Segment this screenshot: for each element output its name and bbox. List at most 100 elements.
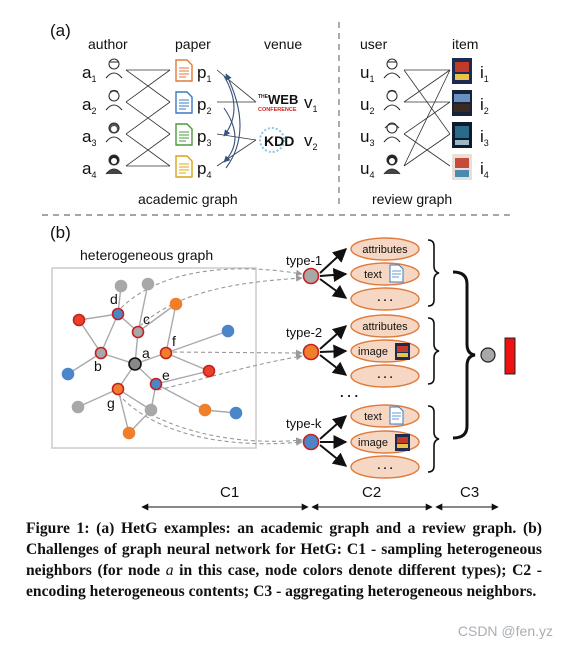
stage-c2-label: C2 xyxy=(362,484,381,501)
graph-node xyxy=(221,324,235,338)
content-label: text xyxy=(364,411,382,423)
paper-labels: p1 p2 p3 p4 xyxy=(197,63,211,180)
content-braces xyxy=(427,239,440,473)
author-icons xyxy=(105,58,123,175)
graph-node-labels: a b c d e f g xyxy=(94,291,176,411)
graph-node xyxy=(61,367,75,381)
user-label-3: u3 xyxy=(360,127,374,148)
node-label-f: f xyxy=(172,333,176,349)
header-paper: paper xyxy=(175,36,211,52)
aggregation-brace xyxy=(452,270,476,440)
author-icon xyxy=(105,122,123,143)
author-icon xyxy=(105,89,123,111)
content-label: attributes xyxy=(362,244,408,256)
content-node-attributes xyxy=(350,237,420,261)
paper-label-2: p2 xyxy=(197,95,211,116)
header-item: item xyxy=(452,36,478,52)
paper-venue-edges xyxy=(216,69,257,167)
type-1-label: type-1 xyxy=(286,253,322,268)
graph-node-d xyxy=(111,307,125,321)
review-graph-caption: review graph xyxy=(372,191,452,207)
graph-node xyxy=(141,277,155,291)
user-icon xyxy=(383,154,401,175)
hetero-graph-title: heterogeneous graph xyxy=(80,247,213,263)
content-label: image xyxy=(358,346,388,358)
header-user: user xyxy=(360,36,388,52)
graph-node-a xyxy=(128,357,142,371)
content-label: image xyxy=(358,437,388,449)
graph-node-g xyxy=(111,382,125,396)
author-label-2: a2 xyxy=(82,95,96,116)
caption-part2: in this case, node colors denote differe… xyxy=(26,562,543,600)
graph-node xyxy=(72,313,86,327)
figure-caption: Figure 1: (a) HetG examples: an academic… xyxy=(26,518,542,602)
graph-node-f xyxy=(159,346,173,360)
stage-c3-label: C3 xyxy=(460,484,479,501)
type-2-node xyxy=(302,343,320,361)
content-arrows xyxy=(319,248,348,467)
author-paper-edges xyxy=(125,69,171,167)
type-2-label: type-2 xyxy=(286,325,322,340)
watermark: CSDN @fen.yz xyxy=(457,623,553,639)
paper-doc-icon xyxy=(175,155,193,178)
user-icon xyxy=(383,89,401,111)
citation-arcs xyxy=(223,73,241,169)
paper-doc-icon xyxy=(175,59,193,82)
user-label-2: u2 xyxy=(360,95,374,116)
content-labels: attributes text . . . attributes image .… xyxy=(358,244,408,472)
node-label-d: d xyxy=(110,291,118,307)
node-label-a: a xyxy=(142,345,150,361)
text-doc-icon xyxy=(389,264,404,283)
venue-kdd-logo: KDD xyxy=(259,127,294,153)
content-label: . . . xyxy=(377,460,392,472)
graph-node xyxy=(71,400,85,414)
user-icon xyxy=(383,122,401,143)
content-node-text xyxy=(350,404,420,428)
logo-text: THE xyxy=(258,94,269,100)
graph-node-b xyxy=(94,346,108,360)
text-doc-icon xyxy=(389,406,404,425)
type-1-node xyxy=(302,267,320,285)
caption-part1: Figure 1: (a) HetG examples: an academic… xyxy=(26,520,542,579)
movie-poster-icon xyxy=(452,90,472,116)
venue-webconf-logo: THE WEB CONFERENCE xyxy=(258,92,298,113)
content-node-attributes xyxy=(350,314,420,338)
item-label-4: i4 xyxy=(480,159,489,180)
author-label-3: a3 xyxy=(82,127,96,148)
graph-node xyxy=(202,364,216,378)
between-dots: . . . xyxy=(340,385,358,400)
graph-node xyxy=(198,403,212,417)
caption-italic-a: a xyxy=(165,562,174,579)
user-label-1: u1 xyxy=(360,63,374,84)
paper-label-1: p1 xyxy=(197,63,211,84)
content-label: attributes xyxy=(362,321,408,333)
user-label-4: u4 xyxy=(360,159,374,180)
content-label: . . . xyxy=(377,292,392,304)
sampling-arrows xyxy=(117,268,303,446)
node-label-e: e xyxy=(162,367,170,383)
node-label-b: b xyxy=(94,358,102,374)
item-posters xyxy=(452,58,472,180)
author-label-4: a4 xyxy=(82,159,96,180)
node-label-c: c xyxy=(143,311,150,327)
stage-labels: C1 C2 C3 xyxy=(220,484,479,501)
panel-a-label: (a) xyxy=(50,21,71,40)
content-label: . . . xyxy=(377,369,392,381)
user-icon xyxy=(383,58,401,79)
author-labels: a1 a2 a3 a4 xyxy=(82,63,96,180)
logo-text: CONFERENCE xyxy=(258,107,297,113)
content-node-more xyxy=(350,364,420,388)
image-thumb-icon xyxy=(395,434,410,451)
hetero-graph-nodes xyxy=(61,277,243,440)
graph-node xyxy=(169,297,183,311)
graph-node-e xyxy=(149,377,163,391)
paper-label-4: p4 xyxy=(197,159,211,180)
author-icon xyxy=(105,58,123,79)
node-label-g: g xyxy=(107,395,115,411)
user-labels: u1 u2 u3 u4 xyxy=(360,63,374,180)
paper-icons xyxy=(175,59,193,178)
item-labels: i1 i2 i3 i4 xyxy=(480,63,489,180)
graph-node xyxy=(144,403,158,417)
movie-poster-icon xyxy=(452,58,472,84)
stage-c1-label: C1 xyxy=(220,484,239,501)
